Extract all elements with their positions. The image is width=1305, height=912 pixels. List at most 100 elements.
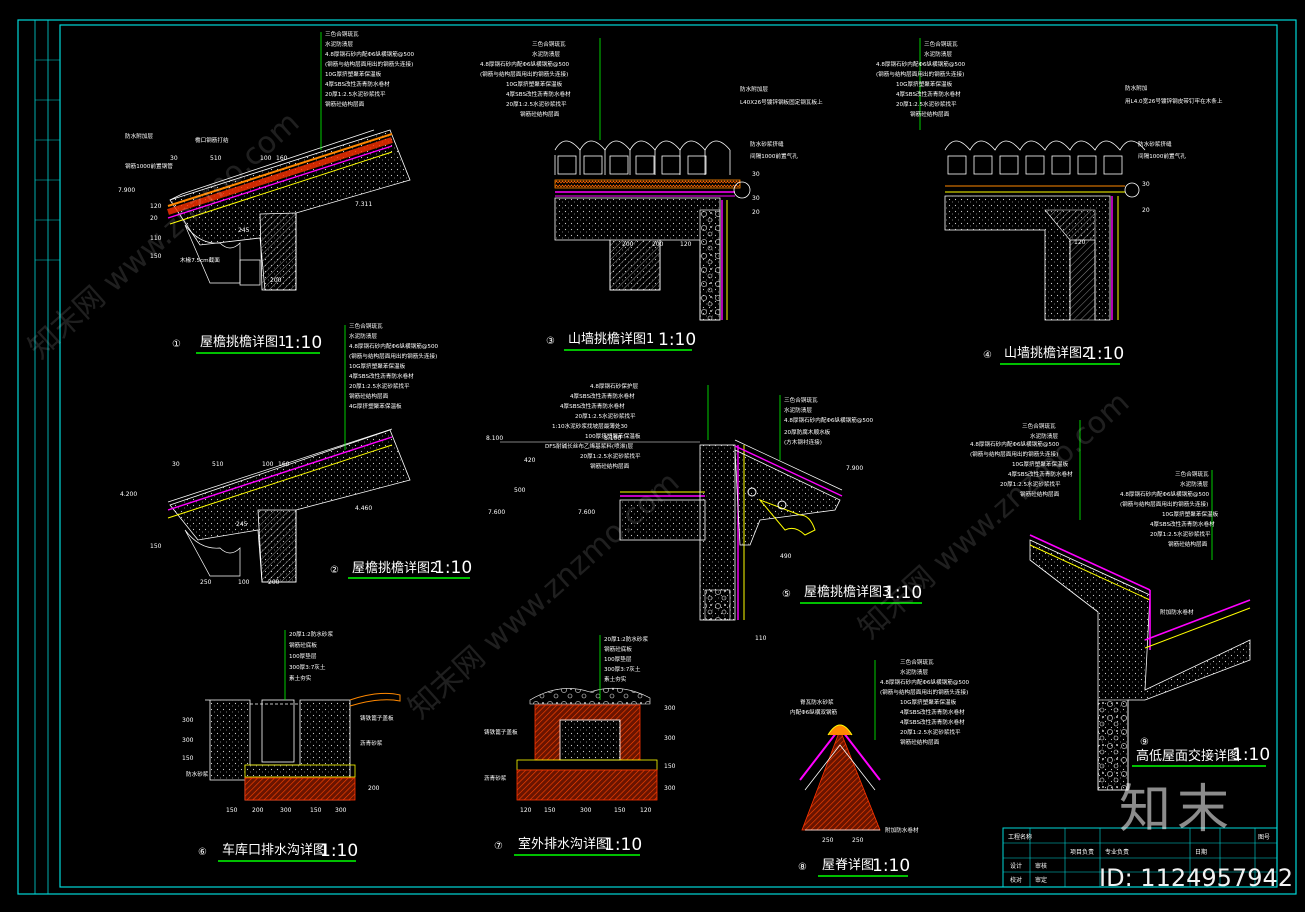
d7-dim-3: 150: [614, 807, 626, 814]
d7-dim-6: 300: [664, 735, 676, 742]
d9-note-top-6: 20厚1:2.5水泥砂浆找平: [1000, 480, 1061, 488]
d9-note-right-5: 4厚SBS改性沥青防水卷材: [1150, 520, 1215, 528]
d7-title-text: 室外排水沟详图: [518, 836, 609, 852]
d8-note-1: 水泥防溃层: [900, 668, 928, 676]
d3-dim-5: 20: [752, 209, 760, 216]
d6-dims: 300 300 150 150 200 300 150 300 200: [182, 717, 380, 814]
d2-dim-7: 100: [238, 579, 250, 586]
d2-note-1: 水泥防溃层: [349, 332, 377, 340]
d1-dim-5: 20: [150, 215, 158, 222]
d2-dim-1: 510: [212, 461, 224, 468]
d6-dim-0: 300: [182, 717, 194, 724]
d7-note-0: 20厚1:2防水砂浆: [604, 635, 648, 643]
d9-note-top-2: 4.8厚钢石砂内配Φ6纵横钢筋@500: [970, 440, 1060, 448]
d9-note-right-6: 20厚1:2.5水泥砂浆找平: [1150, 530, 1211, 538]
d6-dim-6: 150: [310, 807, 322, 814]
d6-note-2: 100厚垫层: [289, 652, 317, 660]
d7-number: ⑦: [494, 841, 503, 852]
d6-note-1: 钢筋砼底板: [289, 641, 317, 649]
d2-note-6: 20厚1:2.5水泥砂浆找平: [349, 382, 410, 390]
d3-note-2: 4.8厚钢石砂内配Φ6纵横钢筋@500: [480, 60, 570, 68]
d5-right-note-2: 4.8厚钢石砂内配Φ6纵横钢筋@500: [784, 416, 874, 424]
d7-note-3: 300厚3:7灰土: [604, 665, 641, 673]
d1-scale: 1:10: [284, 333, 322, 353]
d1-dim-9: 120: [150, 203, 162, 210]
d9-title-text: 高低屋面交接详图: [1136, 748, 1240, 764]
d1-title: ① 屋檐挑檐详图1 1:10: [172, 333, 322, 354]
d7-dim-5: 300: [664, 705, 676, 712]
watermark-2: 知末网 www.znzmo.com: [402, 465, 686, 726]
d1-dim-8: 150: [150, 253, 162, 260]
d9-scale: 1:10: [1232, 745, 1270, 765]
d1-title-text: 屋檐挑檐详图1: [200, 335, 286, 350]
d3-title: ③ 山墙挑檐详图1 1:10: [546, 330, 696, 351]
d4-title: ④ 山墙挑檐详图2 1:10: [983, 344, 1124, 365]
d5-title: ⑤ 屋檐挑檐详图3 1:10: [782, 583, 922, 604]
d8-note-4: 10G厚挤塑聚苯保温板: [900, 698, 957, 706]
d8-dims: 250 250: [822, 837, 864, 844]
d4-note-7: 钢筋砼结构层面: [910, 110, 950, 118]
d3-notes: 三色合铜琉瓦 水泥防溃层 4.8厚钢石砂内配Φ6纵横钢筋@500 (钢筋与结构层…: [480, 40, 823, 160]
d9-title: ⑨ 高低屋面交接详图 1:10: [1132, 737, 1270, 767]
d3-note-0: 三色合铜琉瓦: [532, 40, 566, 48]
d9-note-top-5: 4厚SBS改性沥青防水卷材: [1008, 470, 1073, 478]
d8-note-6: 4厚SBS改性沥青防水卷材: [900, 718, 965, 726]
d9-note-top-7: 钢筋砼结构层面: [1020, 490, 1060, 498]
d2-note-2: 4.8厚钢石砂内配Φ6纵横钢筋@500: [349, 342, 439, 350]
d1-dim-11: 7.311: [355, 201, 372, 208]
d1-left-note-3: 木椽7.5cm截面: [180, 256, 220, 264]
d9-note-right-2: 4.8厚钢石砂内配Φ6纵横钢筋@500: [1120, 490, 1210, 498]
d6-side-note-2: 防水砂浆: [186, 770, 209, 778]
d4-notes: 三色合铜琉瓦 水泥防溃层 4.8厚钢石砂内配Φ6纵横钢筋@500 (钢筋与结构层…: [876, 40, 1223, 160]
d1-dim-1: 510: [210, 155, 222, 162]
d9-number: ⑨: [1140, 737, 1149, 748]
d5-right-note-4: (方木钢衬连接): [784, 438, 822, 446]
d5-scale: 1:10: [884, 583, 922, 603]
tb-label-5: 审核: [1035, 862, 1047, 870]
d1-note-4: 10G厚挤塑聚苯保温板: [325, 70, 382, 78]
d9-notes-top: 三色合铜琉瓦 水泥防溃层 4.8厚钢石砂内配Φ6纵横钢筋@500 (钢筋与结构层…: [970, 422, 1073, 498]
d6-dim-5: 300: [280, 807, 292, 814]
d8-callout-1: 内配Φ6纵横双钢筋: [790, 708, 838, 716]
d4-note-6: 20厚1:2.5水泥砂浆找平: [896, 100, 957, 108]
d9-note-right-3: (钢筋与结构层面用出的钢筋头连接): [1120, 500, 1208, 508]
detail-9-roof-junction: 三色合铜琉瓦 水泥防溃层 4.8厚钢石砂内配Φ6纵横钢筋@500 (钢筋与结构层…: [970, 420, 1270, 791]
d5-left-note-2: 4厚SBS改性沥青防水卷材: [560, 402, 625, 410]
d6-dim-3: 150: [226, 807, 238, 814]
d3-callout-3: 间隔1000前置气孔: [750, 152, 798, 160]
d2-dim-2: 100: [262, 461, 274, 468]
tb-label-6: 审定: [1035, 876, 1047, 884]
d4-note-5: 4厚SBS改性沥青防水卷材: [896, 90, 961, 98]
tb-label-3: 设计: [1010, 862, 1022, 870]
d5-dim-6: 500: [514, 487, 526, 494]
d1-note-2: 4.8厚钢石砂内配Φ6纵横钢筋@500: [325, 50, 415, 58]
d6-note-4: 素土夯实: [289, 674, 312, 682]
d5-dim-1: 8.100: [604, 435, 621, 442]
d4-callout-1: 用L4.0宽26号镀锌钢皮带钉牢在木条上: [1125, 97, 1223, 105]
d5-right-notes: 三色合铜琉瓦 水泥防溃层 4.8厚钢石砂内配Φ6纵横钢筋@500 20厚防腐木顺…: [784, 396, 874, 446]
d8-title: ⑧ 屋脊详图 1:10: [798, 856, 910, 877]
d7-dim-4: 120: [640, 807, 652, 814]
d9-note-right-1: 水泥防溃层: [1180, 480, 1208, 488]
d3-dim-0: 200: [622, 241, 634, 248]
d3-note-7: 钢筋砼结构层面: [520, 110, 560, 118]
d8-bottom-note: 附加防水卷材: [885, 826, 919, 834]
d3-callout-0: 防水附加层: [740, 85, 768, 93]
d3-note-4: 10G厚挤塑聚苯保温板: [506, 80, 563, 88]
image-id-label: ID: 1124957942: [1099, 864, 1293, 892]
d5-right-note-0: 三色合铜琉瓦: [784, 396, 818, 404]
d3-callout-1: L40X26号镀锌钢板固定钢瓦板上: [740, 98, 823, 106]
d8-note-5: 4厚SBS改性沥青防水卷材: [900, 708, 965, 716]
d7-dim-7: 150: [664, 763, 676, 770]
d3-note-3: (钢筋与结构层面用出的钢筋头连接): [480, 70, 568, 78]
d7-note-4: 素土夯实: [604, 675, 627, 683]
d3-dims: 200 200 120 30 30 20: [622, 171, 760, 248]
d9-note-top-0: 三色合铜琉瓦: [1022, 422, 1056, 430]
d2-number: ②: [330, 565, 339, 576]
d6-title-text: 车库口排水沟详图: [222, 842, 326, 858]
d9-note-top-3: (钢筋与结构层面用出的钢筋头连接): [970, 450, 1058, 458]
d5-number: ⑤: [782, 589, 791, 600]
d3-scale: 1:10: [658, 330, 696, 350]
d1-notes: 三色合铜琉瓦 水泥防溃层 4.8厚钢石砂内配Φ6纵横钢筋@500 (钢筋与结构层…: [125, 30, 415, 264]
d9-notes-right: 三色合铜琉瓦 水泥防溃层 4.8厚钢石砂内配Φ6纵横钢筋@500 (钢筋与结构层…: [1120, 470, 1219, 616]
